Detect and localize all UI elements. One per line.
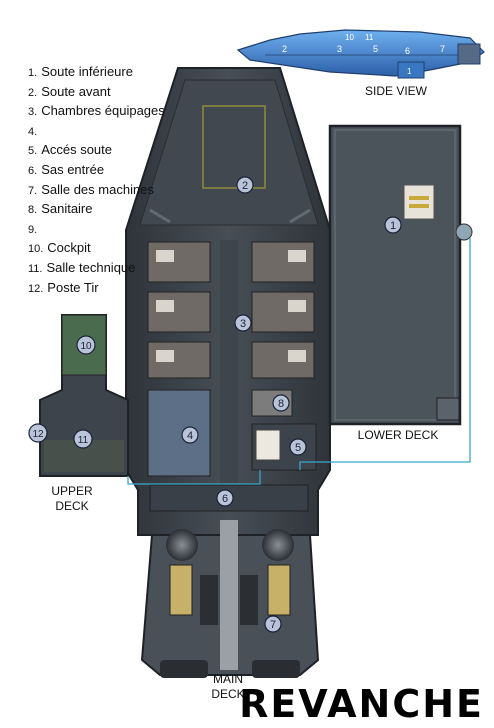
exhaust-right (252, 660, 300, 678)
marker-11: 11 (73, 429, 93, 449)
legend-number: 9. (28, 223, 38, 236)
marker-6-label: 6 (222, 493, 228, 505)
legend-item-10: 10.Cockpit (28, 238, 165, 258)
legend-item-11: 11.Salle technique (28, 258, 165, 278)
marker-5: 5 (289, 438, 307, 456)
legend-number: 6. (28, 164, 38, 177)
legend-number: 4. (28, 125, 38, 138)
legend-text: Sanitaire (41, 201, 93, 217)
lower-deck-label: LOWER DECK (357, 428, 439, 442)
legend-item-3: 3.Chambres équipages (28, 101, 165, 121)
marker-1: 1 (384, 216, 402, 234)
side-view-label: SIDE VIEW (364, 84, 427, 98)
side-view-number-1: 1 (407, 67, 412, 76)
marker-8-label: 8 (278, 398, 284, 410)
lower-deck (328, 124, 473, 426)
marker-4-label: 4 (187, 430, 193, 442)
marker-11-label: 11 (78, 435, 89, 446)
marker-8: 8 (272, 394, 290, 412)
connection-lines (127, 238, 471, 485)
legend-text: Accés soute (41, 142, 113, 158)
upper-deck-label: UPPER DECK (51, 484, 93, 513)
marker-10-label: 10 (80, 341, 92, 352)
main-deck-hull (125, 67, 331, 678)
legend-text: Salle technique (46, 259, 136, 275)
legend-number: 11. (28, 262, 43, 275)
marker-7-label: 7 (270, 619, 276, 631)
legend-number: 3. (28, 106, 38, 119)
legend-number: 10. (28, 243, 44, 256)
legend-text: Cockpit (47, 240, 91, 256)
legend-number: 1. (28, 67, 38, 79)
marker-2-label: 2 (242, 180, 248, 192)
side-view-number-5: 5 (373, 44, 378, 54)
marker-2: 2 (236, 176, 254, 194)
legend-item-6: 6.Sas entrée (28, 160, 165, 180)
legend-text: Soute avant (41, 83, 111, 99)
marker-5-label: 5 (295, 442, 301, 454)
legend-item-4: 4. (28, 121, 165, 141)
cargo-crate (403, 184, 435, 220)
side-view-number-2: 2 (282, 44, 287, 54)
legend-number: 12. (28, 282, 44, 295)
side-view-number-10: 10 (345, 33, 354, 42)
marker-4: 4 (181, 426, 199, 444)
legend-item-5: 5.Accés soute (28, 140, 165, 160)
marker-3: 3 (234, 314, 252, 332)
legend-item-2: 2.Soute avant (28, 82, 165, 102)
legend-number: 5. (28, 145, 38, 158)
brand-logo-text: REVANCHE (239, 682, 484, 726)
legend-text: Soute inférieure (41, 64, 133, 79)
marker-7: 7 (264, 615, 282, 633)
legend-item-12: 12.Poste Tir (28, 278, 165, 298)
legend-item-7: 7.Salle des machines (28, 180, 165, 200)
marker-10: 10 (76, 335, 96, 355)
exhaust-left (160, 660, 208, 678)
room-legend: 1.Soute inférieure 2.Soute avant 3.Chamb… (28, 62, 165, 297)
marker-1-label: 1 (390, 220, 396, 232)
marker-6: 6 (216, 489, 234, 507)
side-view-number-6: 6 (405, 46, 410, 56)
legend-item-9: 9. (28, 219, 165, 239)
legend-item-8: 8.Sanitaire (28, 199, 165, 219)
side-view-number-7: 7 (440, 44, 445, 54)
legend-number: 7. (28, 184, 38, 197)
marker-12-label: 12 (32, 429, 44, 440)
legend-text: Salle des machines (41, 181, 154, 197)
room-4 (147, 389, 211, 477)
legend-item-1: 1.Soute inférieure (28, 62, 165, 82)
side-view-ship: 2 3 5 6 7 10 11 1 (236, 29, 485, 79)
marker-3-label: 3 (240, 318, 246, 330)
legend-number: 8. (28, 204, 38, 217)
marker-12: 12 (28, 423, 48, 443)
legend-text: Poste Tir (47, 279, 99, 295)
legend-number: 2. (28, 86, 38, 99)
legend-text: Chambres équipages (41, 103, 165, 119)
forward-hold-hatch (202, 105, 266, 189)
side-view-number-11: 11 (365, 33, 374, 42)
main-deck-label: MAIN DECK (211, 672, 245, 701)
legend-text: Sas entrée (41, 161, 105, 177)
side-view-number-3: 3 (337, 44, 342, 54)
